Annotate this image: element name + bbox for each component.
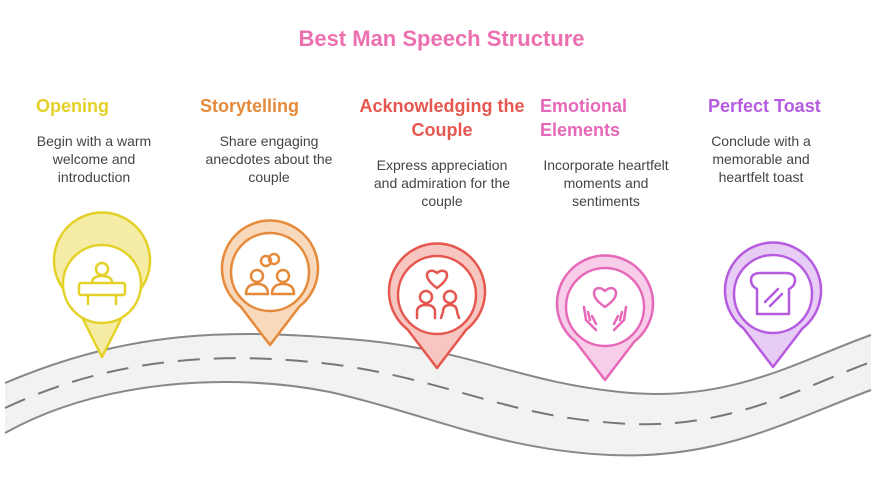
- step-title-opening: Opening: [36, 96, 109, 116]
- step-title-perfect-toast: Perfect Toast: [708, 96, 821, 116]
- marker-opening: [52, 211, 152, 359]
- step-title-storytelling: Storytelling: [200, 96, 300, 116]
- road-bottom-edge: [4, 380, 872, 457]
- step-desc-perfect-toast: Conclude with a memorable and heartfelt …: [711, 133, 811, 185]
- road-center-dashes: [4, 357, 872, 426]
- step-desc-acknowledging: Express appreciation and admiration for …: [373, 157, 511, 209]
- marker-storytelling: [220, 219, 320, 347]
- step-desc-storytelling: Share engaging anecdotes about the coupl…: [205, 133, 333, 185]
- hands-heart-icon: [582, 286, 628, 332]
- road-top-edge: [4, 332, 872, 396]
- diagram-title: Best Man Speech Structure: [298, 26, 585, 51]
- marker-acknowledging: [387, 242, 487, 370]
- toast-bread-icon: [749, 271, 797, 316]
- step-title-acknowledging: Acknowledging the Couple: [359, 96, 525, 140]
- step-title-emotional: Emotional Elements: [540, 96, 628, 140]
- two-people-rings-icon: [244, 252, 296, 296]
- podium-person-icon: [77, 261, 127, 306]
- marker-perfect-toast: [723, 241, 823, 369]
- couple-heart-icon: [415, 269, 461, 320]
- step-desc-opening: Begin with a warm welcome and introducti…: [36, 133, 152, 185]
- step-desc-emotional: Incorporate heartfelt moments and sentim…: [543, 157, 669, 209]
- marker-emotional: [555, 254, 655, 382]
